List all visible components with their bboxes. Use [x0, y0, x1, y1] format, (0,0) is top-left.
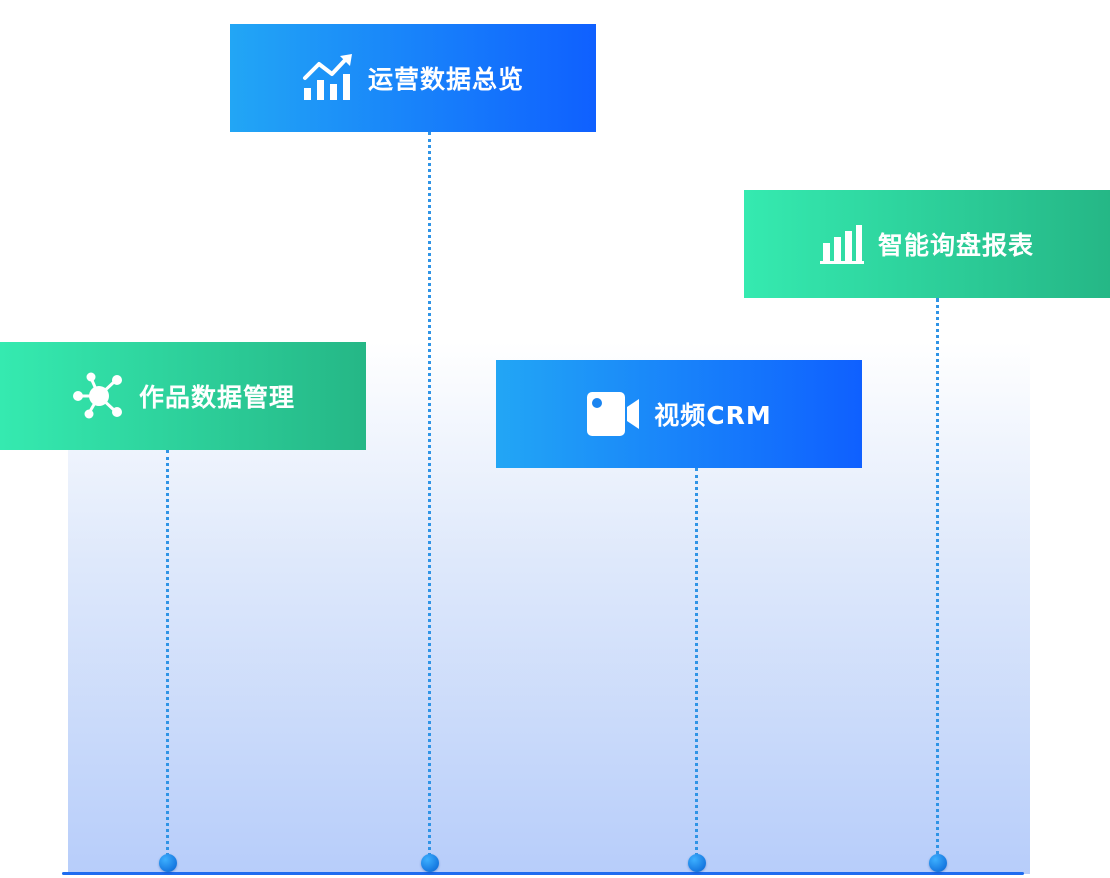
connector-inquiry-report — [936, 298, 939, 862]
card-label: 智能询盘报表 — [877, 231, 1034, 260]
timeline-baseline — [62, 872, 1024, 875]
connector-operations-overview — [428, 132, 431, 862]
timeline-dot-video-crm — [688, 854, 706, 872]
network-nodes-icon — [71, 371, 125, 421]
card-works-data-management[interactable]: 作品数据管理 — [0, 342, 366, 450]
bar-chart-icon — [819, 223, 864, 265]
card-smart-inquiry-report[interactable]: 智能询盘报表 — [744, 190, 1110, 298]
card-label: 视频CRM — [654, 401, 772, 430]
connector-works-data — [166, 450, 169, 862]
trend-chart-icon — [302, 54, 354, 102]
video-camera-icon — [586, 391, 640, 437]
connector-video-crm — [695, 468, 698, 862]
card-video-crm[interactable]: 视频CRM — [496, 360, 862, 468]
card-label: 作品数据管理 — [138, 383, 295, 412]
timeline-dot-works-data — [159, 854, 177, 872]
card-operations-overview[interactable]: 运营数据总览 — [230, 24, 596, 132]
timeline-dot-inquiry-report — [929, 854, 947, 872]
timeline-dot-operations-overview — [421, 854, 439, 872]
card-label: 运营数据总览 — [367, 65, 524, 94]
